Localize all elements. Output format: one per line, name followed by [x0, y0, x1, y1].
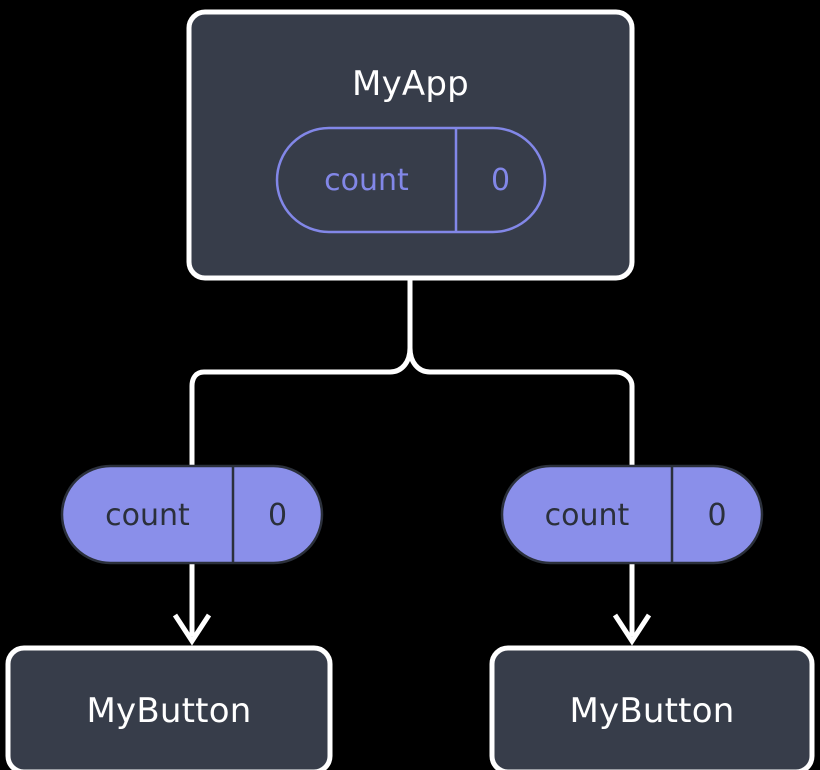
node-prop-left-key: count [105, 498, 190, 533]
node-prop-right-pill[interactable] [500, 464, 764, 565]
edge-myapp-to-branch-right [407, 275, 635, 469]
edge-prop-left-arrowhead [172, 613, 212, 646]
node-mybutton-right-label: MyButton [569, 691, 735, 731]
node-myapp-state-pill[interactable] [275, 126, 547, 234]
edge-prop-right-arrowhead [612, 613, 652, 646]
node-mybutton-left-label: MyButton [86, 691, 252, 731]
node-myapp-state-value: 0 [490, 163, 511, 198]
node-myapp-label: MyApp [352, 64, 469, 104]
node-prop-right-key: count [544, 498, 630, 533]
node-prop-left-pill[interactable] [60, 464, 324, 565]
node-mybutton-right-card[interactable] [489, 645, 815, 770]
node-prop-left-value: 0 [267, 498, 288, 533]
node-myapp-card[interactable] [186, 9, 635, 281]
node-mybutton-left-card[interactable] [5, 645, 333, 770]
node-myapp-state-key: count [324, 163, 409, 198]
node-prop-right-value: 0 [707, 498, 727, 533]
